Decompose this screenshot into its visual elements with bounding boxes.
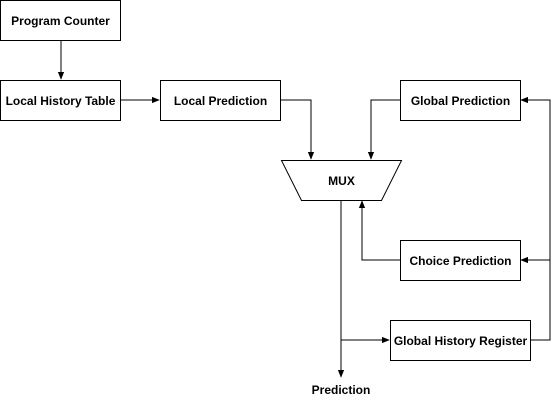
node-choice-prediction: Choice Prediction: [400, 240, 521, 281]
edge-global-prediction-to-mux: [367, 99, 400, 160]
edge-choice-prediction-to-mux: [358, 200, 400, 261]
node-global-prediction: Global Prediction: [400, 80, 521, 121]
node-label: Local Prediction: [174, 94, 267, 108]
prediction-output-label: Prediction: [312, 383, 371, 397]
node-mux: MUX: [280, 160, 403, 201]
node-label: MUX: [328, 174, 355, 188]
node-local-history-table: Local History Table: [0, 80, 121, 121]
edge-global-history-register-to-global-prediction: [520, 96, 551, 341]
node-label: Program Counter: [11, 14, 110, 28]
node-global-history-register: Global History Register: [390, 320, 531, 361]
node-label: Global History Register: [394, 334, 528, 348]
node-label: Choice Prediction: [409, 254, 511, 268]
edge-local-prediction-to-mux: [280, 99, 315, 160]
node-label: Local History Table: [6, 94, 116, 108]
node-program-counter: Program Counter: [0, 0, 121, 41]
node-label: Global Prediction: [411, 94, 510, 108]
node-local-prediction: Local Prediction: [160, 80, 281, 121]
edges: [57, 40, 551, 378]
